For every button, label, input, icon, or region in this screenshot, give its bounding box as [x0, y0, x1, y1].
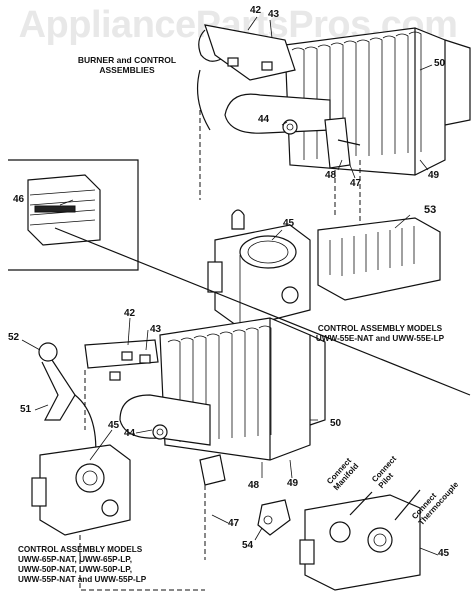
callout-42-top: 42: [250, 5, 262, 16]
callout-43-top: 43: [268, 9, 280, 20]
callout-47-bottom: 47: [228, 518, 240, 529]
callout-42-bottom: 42: [124, 308, 136, 319]
caption-lower-line-4: UWW-55P-NAT and UWW-55P-LP: [18, 575, 147, 584]
callout-52: 52: [8, 332, 20, 343]
caption-upper-line-2: UWW-55E-NAT and UWW-55E-LP: [315, 334, 445, 343]
lower-burner-assembly: [84, 317, 326, 560]
callout-44-bottom: 44: [124, 428, 136, 439]
divider-line: [54, 227, 471, 396]
part-46-box: [8, 159, 139, 271]
part-53-module: [317, 217, 441, 301]
callout-51: 51: [20, 404, 32, 415]
callout-45-top: 45: [283, 218, 295, 229]
callout-47-top: 47: [350, 178, 362, 189]
caption-lower-line-2: UWW-65P-NAT, UWW-65P-LP,: [18, 555, 132, 564]
callout-48-bottom: 48: [248, 480, 260, 491]
right-gas-control: [299, 489, 421, 591]
heading-line-1: BURNER and CONTROL: [77, 55, 177, 65]
caption-lower-line-3: UWW-50P-NAT, UWW-50P-LP,: [18, 565, 132, 574]
callout-43-bottom: 43: [150, 324, 162, 335]
caption-upper-line-1: CONTROL ASSEMBLY MODELS: [317, 324, 443, 333]
part-51-52: [38, 342, 97, 466]
lower-gas-control: [31, 444, 205, 591]
callout-44-top: 44: [258, 114, 270, 125]
caption-lower-line-1: CONTROL ASSEMBLY MODELS: [18, 545, 143, 554]
callout-45-bottom: 45: [108, 420, 120, 431]
heading-burner-control: BURNER and CONTROL ASSEMBLIES: [72, 55, 182, 75]
heading-line-2: ASSEMBLIES: [99, 65, 155, 75]
callout-50-top: 50: [434, 58, 446, 69]
callout-50-bottom: 50: [330, 418, 342, 429]
caption-upper: CONTROL ASSEMBLY MODELS UWW-55E-NAT and …: [300, 324, 460, 344]
caption-lower: CONTROL ASSEMBLY MODELS UWW-65P-NAT, UWW…: [18, 545, 146, 585]
leader-lines: [21, 16, 439, 556]
callout-45-right: 45: [438, 548, 450, 559]
callout-54: 54: [242, 540, 254, 551]
callout-46: 46: [13, 194, 25, 205]
part-54-elbow: [257, 499, 291, 536]
callout-49-top: 49: [428, 170, 440, 181]
upper-burner-assembly: [196, 24, 471, 240]
callout-49-bottom: 49: [287, 478, 299, 489]
callout-48-top: 48: [325, 170, 337, 181]
callout-53: 53: [424, 204, 437, 216]
